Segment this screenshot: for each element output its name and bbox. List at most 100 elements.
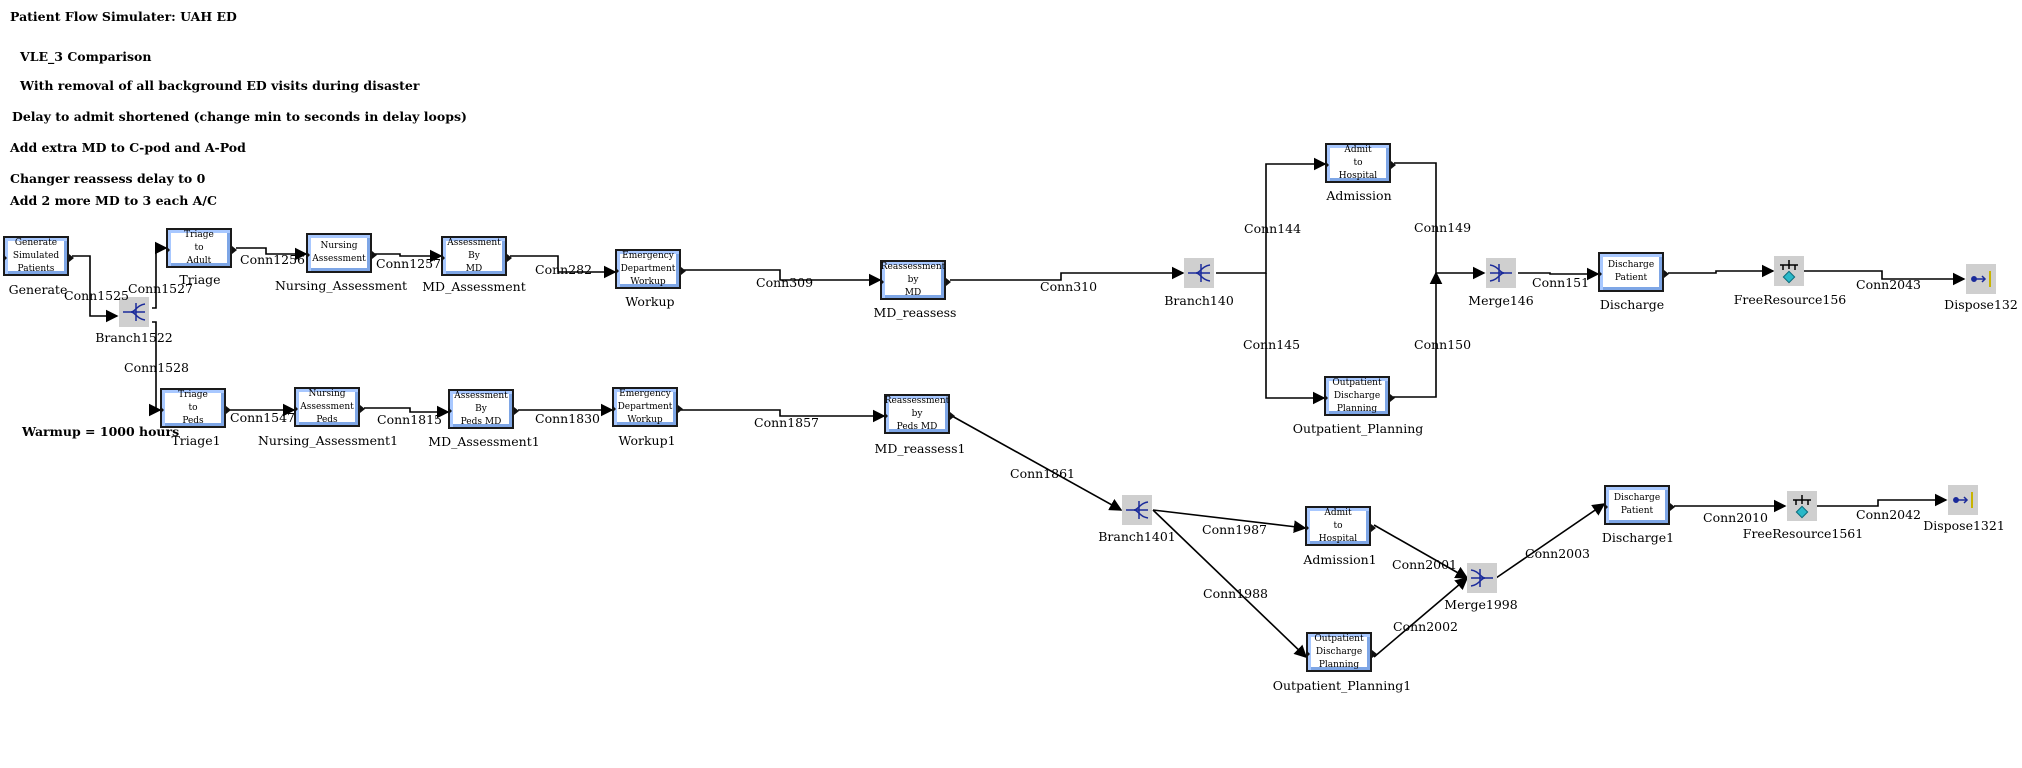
- dispose-icon[interactable]: [1948, 485, 1978, 515]
- md-assessment-label: MD_Assessment: [422, 279, 526, 294]
- free-resource-icon[interactable]: [1787, 491, 1817, 521]
- note-line5: Changer reassess delay to 0: [10, 171, 206, 186]
- conn309-label: Conn309: [756, 275, 814, 290]
- workup-block[interactable]: Emergency Department Workup: [615, 249, 686, 289]
- md-assessment-block[interactable]: Assessment By MD: [441, 236, 512, 276]
- conn1857-label: Conn1857: [754, 415, 820, 430]
- conn1861-label: Conn1861: [1010, 466, 1076, 481]
- discharge-label: Discharge: [1599, 297, 1665, 312]
- wire-conn1861: [951, 415, 1123, 511]
- outpatient-planning1-label: Outpatient_Planning1: [1272, 678, 1412, 693]
- wire-conn2003: [1495, 503, 1606, 579]
- conn1257-label: Conn1257: [376, 256, 442, 271]
- note-line4: Add extra MD to C-pod and A-Pod: [10, 140, 246, 155]
- discharge-block[interactable]: Discharge Patient: [1598, 252, 1669, 292]
- md-assessment1-block[interactable]: Assessment By Peds MD: [448, 389, 519, 429]
- md-reassess-label: MD_reassess: [873, 305, 957, 320]
- triage-label: Triage: [179, 272, 221, 287]
- block-text: Admit to Hospital: [1318, 507, 1358, 544]
- wire-conn1525: [72, 255, 119, 323]
- block-text: Nursing Assessment: [312, 241, 366, 264]
- conn1525-label: Conn1525: [64, 288, 130, 303]
- wire-conn156in: [1668, 264, 1775, 278]
- outpatient-planning-block[interactable]: Outpatient Discharge Planning: [1324, 376, 1395, 416]
- wire-conn1815: [364, 405, 450, 419]
- block-text: Nursing Assessment Peds: [300, 388, 354, 425]
- branch1522-label: Branch1522: [95, 330, 173, 345]
- nursing-assessment1-label: Nursing_Assessment1: [257, 433, 399, 448]
- branch-icon[interactable]: [1184, 258, 1214, 288]
- md-reassess-block[interactable]: Reassessment by MD: [880, 260, 951, 300]
- wire-conn145: [1265, 273, 1326, 405]
- wire-conn144: [1216, 157, 1327, 274]
- wire-conn1528: [148, 321, 162, 417]
- wire-conn1527: [152, 241, 168, 309]
- wire-conn310: [950, 266, 1185, 281]
- wire-conn151: [1518, 267, 1600, 281]
- discharge1-block[interactable]: Discharge Patient: [1604, 485, 1675, 525]
- wire-conn1257: [375, 249, 443, 263]
- block-text: Emergency Department Workup: [617, 388, 673, 425]
- wire-conn149: [1394, 162, 1486, 280]
- wire-conn150: [1393, 271, 1443, 398]
- conn1256-label: Conn1256: [240, 252, 306, 267]
- outpatient-planning1-block[interactable]: Outpatient Discharge Planning: [1306, 632, 1377, 672]
- conn2001-label: Conn2001: [1392, 557, 1458, 572]
- merge146-label: Merge146: [1468, 293, 1534, 308]
- branch-icon[interactable]: [1122, 495, 1152, 525]
- block-text: Reassessment by Peds MD: [884, 395, 950, 432]
- merge-icon[interactable]: [1486, 258, 1516, 288]
- discharge1-label: Discharge1: [1601, 530, 1675, 545]
- admission-label: Admission: [1326, 188, 1392, 203]
- conn1987-label: Conn1987: [1202, 522, 1268, 537]
- dispose-icon[interactable]: [1966, 264, 1996, 294]
- conn1527-label: Conn1527: [128, 281, 194, 296]
- block-text: Generate Simulated Patients: [12, 237, 60, 274]
- block-text: Outpatient Discharge Planning: [1332, 377, 1382, 414]
- note-line3: Delay to admit shortened (change min to …: [12, 109, 467, 124]
- workup1-label: Workup1: [618, 433, 676, 448]
- conn310-label: Conn310: [1040, 279, 1098, 294]
- wire-conn1256: [236, 247, 308, 261]
- triage1-label: Triage1: [171, 433, 221, 448]
- conn282-label: Conn282: [535, 262, 593, 277]
- wire-conn1857: [681, 409, 886, 423]
- triage1-block[interactable]: Triage to Peds: [160, 388, 231, 428]
- admission1-label: Admission1: [1303, 552, 1377, 567]
- warmup-note: Warmup = 1000 hours: [22, 424, 180, 439]
- triage-block[interactable]: Triage to Adult: [166, 228, 237, 268]
- note-line6: Add 2 more MD to 3 each A/C: [10, 193, 217, 208]
- note-line2: With removal of all background ED visits…: [20, 78, 420, 93]
- conn1528-label: Conn1528: [124, 360, 190, 375]
- conn145-label: Conn145: [1243, 337, 1301, 352]
- block-text: Triage to Adult: [184, 229, 214, 266]
- nursing-assessment1-block[interactable]: Nursing Assessment Peds: [294, 387, 365, 427]
- md-assessment1-label: MD_Assessment1: [428, 434, 540, 449]
- conn1830-label: Conn1830: [535, 411, 601, 426]
- conn150-label: Conn150: [1414, 337, 1472, 352]
- admission-block[interactable]: Admit to Hospital: [1325, 143, 1396, 183]
- dispose1321-label: Dispose1321: [1923, 518, 2005, 533]
- freeresource156-label: FreeResource156: [1733, 292, 1847, 307]
- wire-conn1561out: [1816, 493, 1948, 507]
- md-reassess1-block[interactable]: Reassessment by Peds MD: [884, 394, 955, 434]
- wire-conn2002: [1373, 576, 1469, 658]
- conn144-label: Conn144: [1244, 221, 1302, 236]
- merge-icon[interactable]: [1467, 563, 1497, 593]
- dispose132-label: Dispose132: [1944, 297, 2018, 312]
- md-reassess1-label: MD_reassess1: [874, 441, 966, 456]
- conn1815-label: Conn1815: [377, 412, 443, 427]
- nursing-assessment-block[interactable]: Nursing Assessment: [306, 233, 377, 273]
- free-resource-icon[interactable]: [1774, 256, 1804, 286]
- note-line1: VLE_3 Comparison: [20, 49, 152, 64]
- generate-block[interactable]: Generate Simulated Patients: [3, 236, 74, 276]
- admission1-block[interactable]: Admit to Hospital: [1305, 506, 1376, 546]
- workup-label: Workup: [625, 294, 675, 309]
- block-text: Reassessment by MD: [880, 261, 946, 298]
- conn151-label: Conn151: [1532, 275, 1590, 290]
- block-text: Assessment By Peds MD: [454, 390, 508, 427]
- block-text: Admit to Hospital: [1338, 144, 1378, 181]
- workup1-block[interactable]: Emergency Department Workup: [612, 387, 683, 427]
- branch-icon[interactable]: [119, 297, 149, 327]
